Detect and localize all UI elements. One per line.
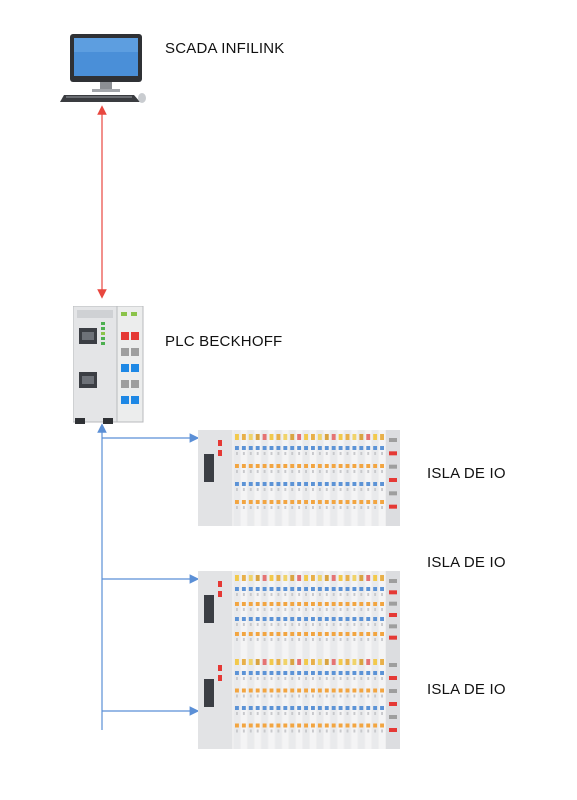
io-terminal-rack-icon [198,571,400,655]
plc-controller-icon [73,306,144,424]
scada-label: SCADA INFILINK [165,40,285,57]
io-terminal-rack-icon [198,430,400,526]
io-island-label-3: ISLA DE IO [427,681,506,698]
io-terminal-rack-icon [198,655,400,749]
desktop-computer-icon [60,34,146,103]
io-island-label-1: ISLA DE IO [427,465,506,482]
io-island-label-2: ISLA DE IO [427,554,506,571]
plc-label: PLC BECKHOFF [165,333,283,350]
